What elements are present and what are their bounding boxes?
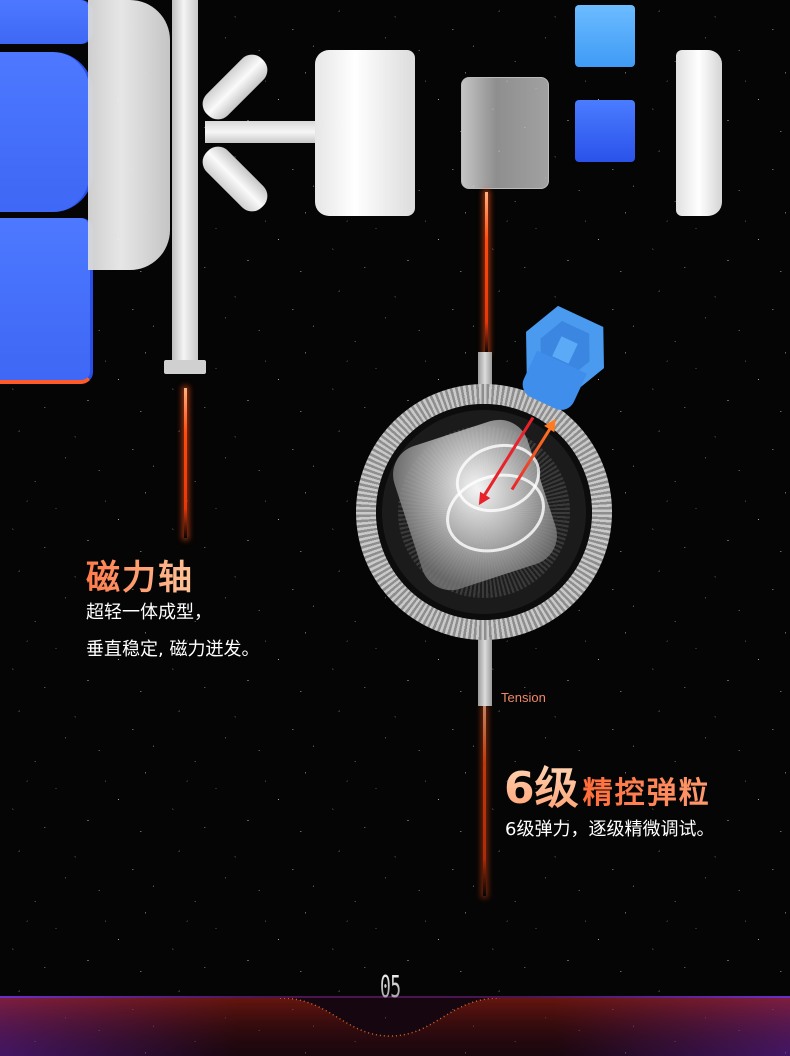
page-number: 05 [380,970,401,1005]
dark-blue-nut [575,100,635,162]
cube-face-bottom [0,218,93,384]
magnetic-axis-rod [172,0,198,365]
laser-line-bottom [483,706,486,896]
magnetic-axis-foot [164,360,206,374]
laser-line-top [485,192,488,354]
feature-title-text: 精控弹粒 [583,768,711,812]
feature-title-magnetic-axis: 磁力轴 [86,550,194,599]
cube-core-frame [88,0,170,270]
feature-title-tension: 6级 精控弹粒 [504,752,711,816]
horizon-line [0,996,790,998]
laser-line-left [184,388,187,538]
cube-face-middle [0,52,93,212]
clear-spring-housing [461,77,549,189]
feature-title-number: 6级 [504,752,579,816]
dial-stem-top [478,352,492,388]
light-blue-nut [575,5,635,67]
center-piece [315,50,415,216]
end-cap [676,50,722,216]
axis-horizontal-shaft [205,121,320,143]
feature-desc-line-2: 垂直稳定, 磁力迸发。 [86,639,260,660]
feature-desc-line-1: 超轻一体成型， [86,602,212,623]
dial-stem-bottom [478,636,492,706]
dial-label: Tension [501,690,546,705]
red-wave-decoration [0,997,790,1056]
cube-face-top [0,0,93,44]
feature-desc: 6级弹力，逐级精微调试。 [505,819,715,840]
